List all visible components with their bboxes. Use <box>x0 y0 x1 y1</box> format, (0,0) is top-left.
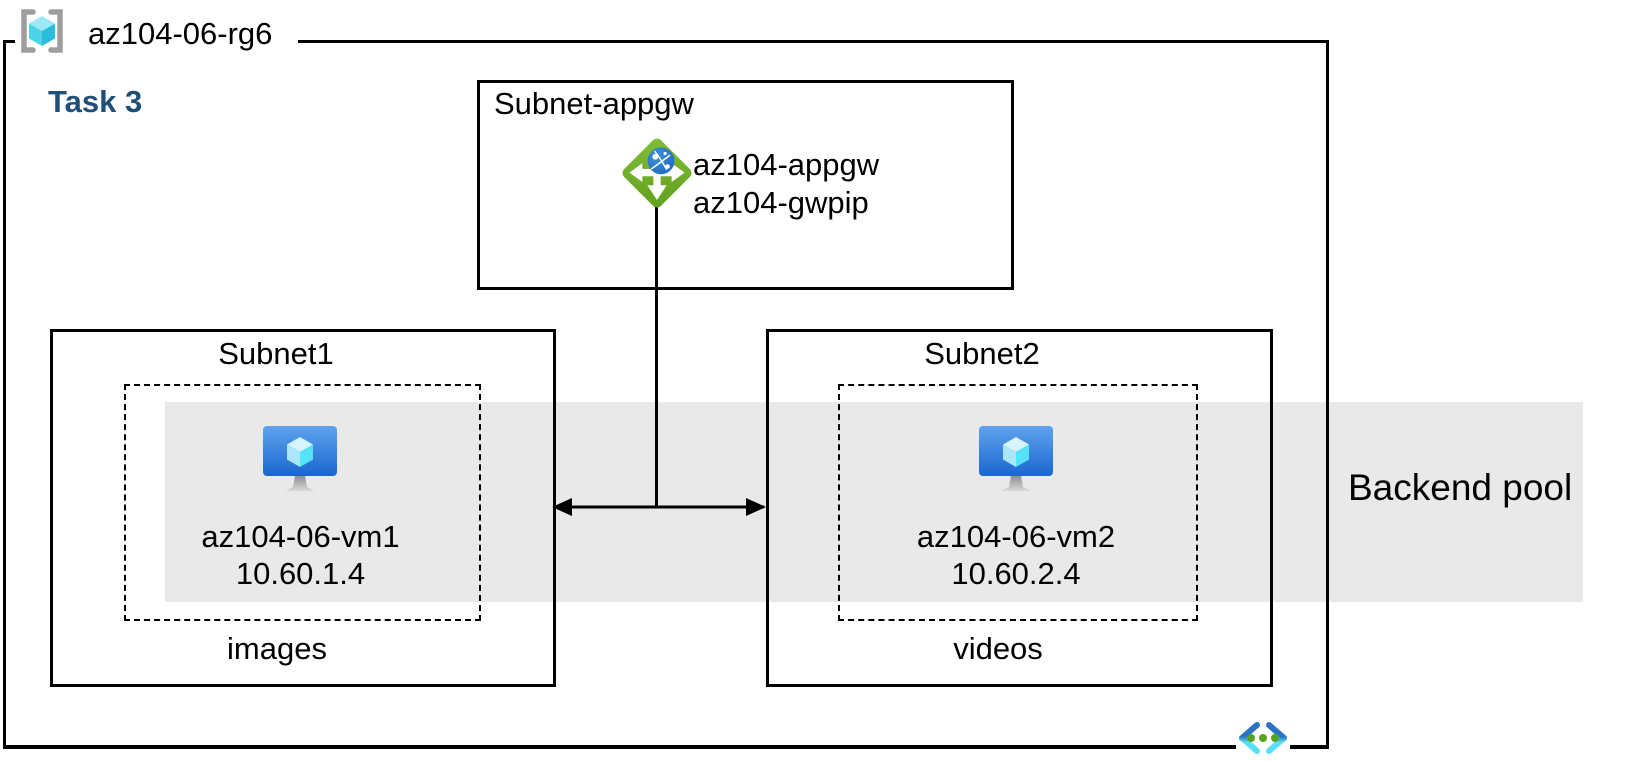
subnet1-vm-dashed-box <box>124 384 481 621</box>
virtual-machine-icon <box>979 426 1053 491</box>
subnet2-label: Subnet2 <box>924 336 1040 371</box>
backend-pool-label: Backend pool <box>1348 467 1573 508</box>
vm1-ip: 10.60.1.4 <box>235 556 366 591</box>
virtual-network-icon <box>1236 721 1290 755</box>
appgw-names: az104-appgw az104-gwpip <box>693 146 879 222</box>
subnet2-content-label: videos <box>953 631 1043 666</box>
application-gateway-icon <box>622 138 692 208</box>
resource-group-icon <box>21 9 63 53</box>
subnet-appgw-box <box>477 80 1014 290</box>
subnet-appgw-label: Subnet-appgw <box>494 86 694 121</box>
subnet1-content-label: images <box>227 631 327 666</box>
vm1-name: az104-06-vm1 <box>201 519 400 554</box>
vm1-text: az104-06-vm1 10.60.1.4 <box>124 518 477 592</box>
virtual-machine-icon <box>263 426 337 491</box>
resource-group-name: az104-06-rg6 <box>88 16 273 51</box>
vm2-ip: 10.60.2.4 <box>951 556 1081 591</box>
appgw-name: az104-appgw <box>693 147 880 182</box>
vm2-text: az104-06-vm2 10.60.2.4 <box>838 518 1194 592</box>
task-label: Task 3 <box>48 84 143 119</box>
backend-pool-band <box>165 402 1583 602</box>
subnet-connection-arrow <box>552 498 766 516</box>
appgw-connector-line <box>655 206 658 507</box>
subnet2-vm-dashed-box <box>838 384 1198 621</box>
subnet2-box <box>766 329 1273 687</box>
subnet1-label: Subnet1 <box>218 336 334 371</box>
resource-group-title-gap <box>15 36 298 48</box>
appgw-public-ip-name: az104-gwpip <box>693 185 869 220</box>
vm2-name: az104-06-vm2 <box>916 519 1116 554</box>
resource-group-box <box>3 40 1329 749</box>
